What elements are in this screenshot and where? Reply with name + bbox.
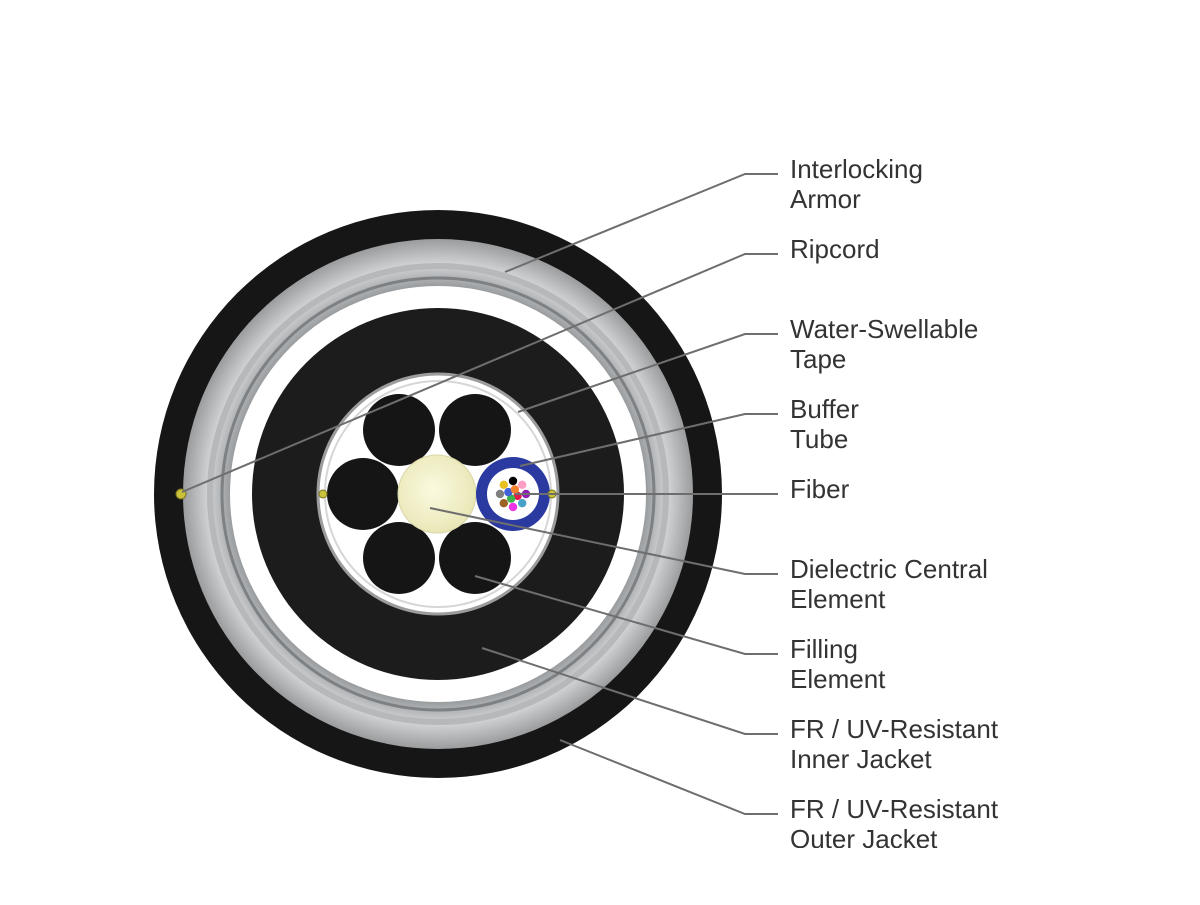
label-line: Inner Jacket [790,744,932,774]
bottom-crop-mask [0,848,1200,900]
leader-line-outer-jacket [559,739,778,815]
label-line: FR / UV-Resistant [790,714,999,744]
label-line: Fiber [790,474,850,504]
dielectric-central-element [397,454,477,534]
label-ripcord: Ripcord [790,234,880,264]
fiber [506,494,516,503]
label-line: Water-Swellable [790,314,979,344]
label-fiber: Fiber [790,474,849,504]
fiber [499,499,508,508]
label-line: Ripcord [790,234,880,264]
label-outer-jacket: FR / UV-Resistant Outer Jacket [790,794,998,854]
fiber [508,502,518,512]
label-line: Filling [790,634,858,664]
label-dielectric-central-element: Dielectric Central Element [790,554,988,614]
leader-line-interlocking-armor [504,173,778,273]
label-buffer-tube: Buffer Tube [790,394,859,454]
label-inner-jacket: FR / UV-Resistant Inner Jacket [790,714,998,774]
filling-element [327,458,399,530]
leader-line-inner-jacket [481,647,778,735]
label-line: Element [790,584,886,614]
label-water-swellable-tape: Water-Swellable Tape [790,314,978,374]
fiber [518,499,527,508]
filling-element [363,394,435,466]
label-line: Element [790,664,886,694]
fiber-bundle [495,476,531,512]
leader-line-ripcord [181,253,778,493]
fiber [504,487,513,497]
leader-line-water-swellable-tape [517,333,778,413]
buffer-tube-inner [487,468,539,520]
label-filling-element: Filling Element [790,634,885,694]
fiber [510,485,520,494]
fiber [495,489,505,499]
filling-element [439,394,511,466]
label-line: Tape [790,344,847,374]
fiber [508,476,518,486]
label-line: Armor [790,184,861,214]
leader-line-buffer-tube [519,413,778,467]
label-line: Buffer [790,394,859,424]
label-line: Tube [790,424,849,454]
fiber [518,480,527,489]
ripcord [318,489,328,499]
leader-line-dielectric-central-element [429,507,778,575]
label-interlocking-armor: Interlocking Armor [790,154,923,214]
label-line: FR / UV-Resistant [790,794,999,824]
label-line: Dielectric Central [790,554,988,584]
label-line: Interlocking [790,154,923,184]
leader-line-filling-element [474,575,778,655]
filling-element [363,522,435,594]
filling-element [439,522,511,594]
fiber [499,480,508,489]
